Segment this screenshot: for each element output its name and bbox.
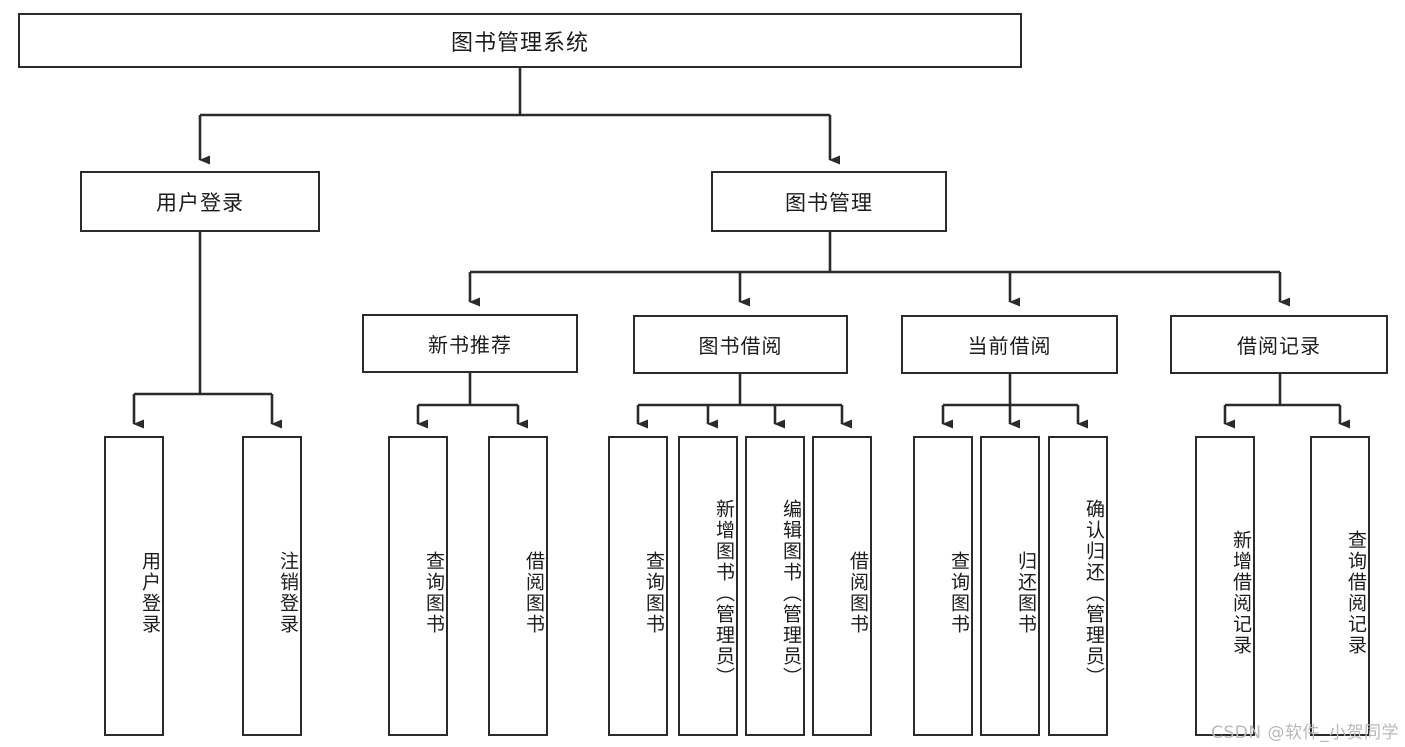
node-label: 确认归还（管理员） (1083, 498, 1105, 688)
node-label: 借阅图书 (523, 551, 545, 635)
node-new-book-recommend[interactable]: 新书推荐 (362, 314, 578, 373)
node-leaf-borrow-book-2[interactable]: 借阅图书 (812, 436, 872, 736)
node-leaf-query-borrow-record[interactable]: 查询借阅记录 (1310, 436, 1370, 736)
node-label: 新书推荐 (428, 333, 512, 357)
node-leaf-user-login[interactable]: 用户登录 (104, 436, 164, 736)
node-label: 查询图书 (643, 551, 665, 635)
node-leaf-query-book-3[interactable]: 查询图书 (913, 436, 973, 736)
node-label: 用户登录 (156, 190, 244, 215)
node-label: 查询图书 (423, 551, 445, 635)
node-leaf-edit-book[interactable]: 编辑图书（管理员） (745, 436, 805, 736)
node-label: 图书管理 (785, 190, 873, 215)
node-borrow-record[interactable]: 借阅记录 (1170, 315, 1388, 374)
node-book-borrow[interactable]: 图书借阅 (633, 315, 848, 374)
node-leaf-confirm-return[interactable]: 确认归还（管理员） (1048, 436, 1108, 736)
node-label: 新增图书（管理员） (713, 498, 735, 688)
node-user-login[interactable]: 用户登录 (80, 171, 320, 232)
node-leaf-borrow-book-1[interactable]: 借阅图书 (488, 436, 548, 736)
node-leaf-query-book-1[interactable]: 查询图书 (388, 436, 448, 736)
node-label: 查询图书 (948, 551, 970, 635)
node-label: 注销登录 (277, 551, 299, 635)
node-leaf-logout-login[interactable]: 注销登录 (242, 436, 302, 736)
node-label: 借阅图书 (847, 551, 869, 635)
node-label: 图书管理系统 (450, 30, 589, 56)
node-label: 图书借阅 (698, 334, 783, 358)
node-leaf-return-book[interactable]: 归还图书 (980, 436, 1040, 736)
node-label: 归还图书 (1015, 551, 1037, 635)
node-book-management[interactable]: 图书管理 (711, 171, 947, 232)
node-label: 当前借阅 (967, 334, 1052, 358)
node-current-borrow[interactable]: 当前借阅 (901, 315, 1118, 374)
node-root-book-management-system[interactable]: 图书管理系统 (18, 13, 1022, 68)
node-label: 借阅记录 (1237, 334, 1321, 358)
node-label: 新增借阅记录 (1230, 530, 1252, 656)
node-leaf-add-borrow-record[interactable]: 新增借阅记录 (1195, 436, 1255, 736)
node-label: 用户登录 (139, 551, 161, 635)
node-label: 编辑图书（管理员） (780, 498, 802, 688)
csdn-watermark: CSDN @软件_小贺同学 (1211, 723, 1399, 743)
node-leaf-query-book-2[interactable]: 查询图书 (608, 436, 668, 736)
node-leaf-add-book[interactable]: 新增图书（管理员） (678, 436, 738, 736)
node-label: 查询借阅记录 (1345, 530, 1367, 656)
